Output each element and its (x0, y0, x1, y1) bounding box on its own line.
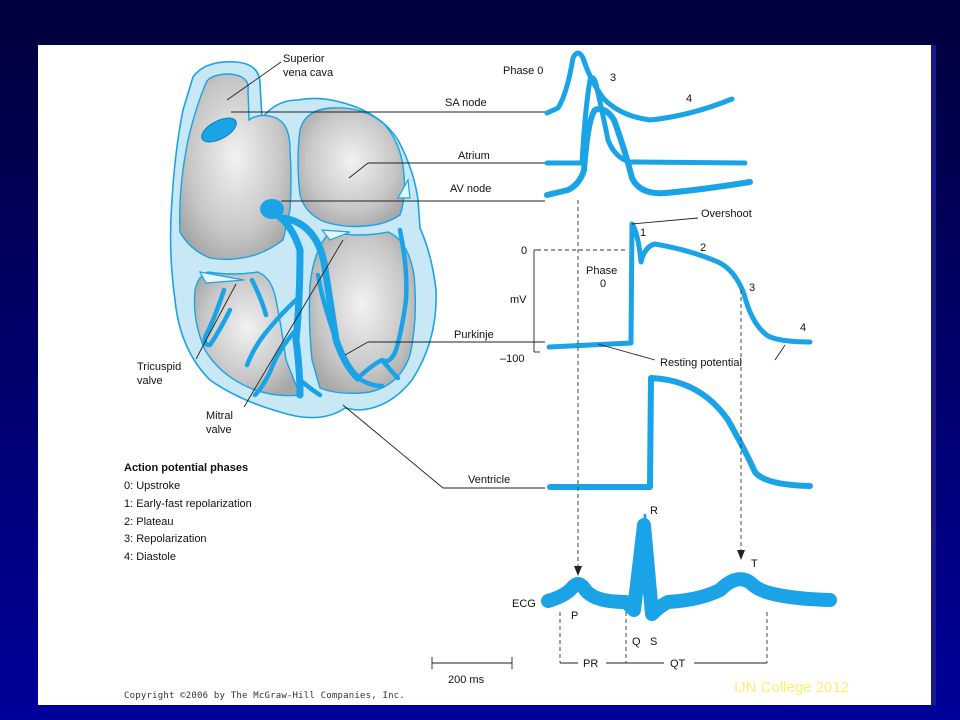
ecg-r-label: R (650, 505, 658, 517)
mitral-label-2: valve (206, 424, 232, 436)
sa-node-shape (201, 117, 237, 143)
sa-node-label: SA node (445, 97, 487, 109)
axis-top-tick: 0 (521, 245, 527, 257)
purkinje-phase4-label: 4 (800, 322, 806, 334)
ecg-p-label: P (571, 610, 578, 622)
legend-item: 0: Upstroke (124, 480, 180, 492)
sa-phase4-label: 4 (686, 93, 692, 105)
purkinje-trace (546, 221, 813, 350)
panel-shadow (931, 45, 936, 705)
timing-connectors (574, 200, 745, 576)
atrium-label: Atrium (458, 150, 490, 162)
ecg-trace (541, 518, 837, 621)
purkinje-phase0-label-2: 0 (600, 278, 606, 290)
mitral-valve-leaflet (320, 229, 351, 241)
sa-phase0-label: Phase 0 (503, 65, 543, 77)
atrium-trace (544, 75, 748, 166)
ecg-t-label: T (751, 558, 758, 570)
qt-interval-label: QT (670, 658, 686, 670)
heart-illustration (169, 60, 437, 419)
av-node-trace (544, 106, 753, 198)
ventricle-action-potential (547, 375, 813, 490)
purkinje-label: Purkinje (454, 329, 494, 341)
resting-leader-left (597, 343, 656, 361)
legend-item: 4: Diastole (124, 551, 176, 563)
sa-node-action-potential: Phase 0 3 4 (503, 50, 735, 123)
legend-item: 1: Early-fast repolarization (124, 498, 252, 510)
superior-vena-cava-label-2: vena cava (283, 67, 334, 79)
tricuspid-valve-leaflet (198, 271, 245, 284)
copyright-notice: Copyright ©2006 by The McGraw-Hill Compa… (124, 691, 405, 701)
purkinje-phase1-label: 1 (640, 227, 646, 239)
bundle-branches (272, 210, 362, 399)
purkinje-phase2-label: 2 (700, 242, 706, 254)
left-atrium-chamber (297, 107, 406, 228)
legend-item: 3: Repolarization (124, 533, 207, 545)
ecg-q-label: Q (632, 636, 641, 648)
ecg-trace-group: ECG P Q R S T PR QT (512, 505, 837, 670)
sa-phase3-label: 3 (610, 72, 616, 84)
scale-bar-label: 200 ms (448, 674, 485, 686)
axis-unit-label: mV (510, 294, 527, 306)
ecg-label: ECG (512, 598, 536, 610)
time-scale-bar: 200 ms (431, 657, 513, 686)
av-node-label: AV node (450, 183, 491, 195)
resting-potential-label: Resting potential (660, 357, 742, 369)
phase-legend: Action potential phases 0: Upstroke 1: E… (124, 462, 252, 563)
ecg-s-label: S (650, 636, 657, 648)
mitral-label-1: Mitral (206, 410, 233, 422)
superior-vena-cava-label-1: Superior (283, 53, 325, 65)
aortic-valve-leaflet (396, 178, 411, 199)
resting-leader-right (774, 344, 786, 361)
left-ventricle-chamber (308, 231, 417, 395)
ventricle-trace (547, 375, 813, 490)
legend-item: 2: Plateau (124, 516, 174, 528)
purkinje-phase0-label-1: Phase (586, 265, 617, 277)
tricuspid-label-2: valve (137, 375, 163, 387)
legend-title: Action potential phases (124, 462, 248, 474)
overshoot-label: Overshoot (701, 208, 752, 220)
heart-labels: Superior vena cava SA node Atrium AV nod… (137, 53, 545, 489)
sa-node-trace (544, 50, 735, 123)
pr-interval-label: PR (583, 658, 598, 670)
ventricle-label: Ventricle (468, 474, 510, 486)
watermark-text: IJN College 2012 (734, 679, 850, 696)
av-node-action-potential (544, 106, 753, 198)
purkinje-phase3-label: 3 (749, 282, 755, 294)
tricuspid-label-1: Tricuspid (137, 361, 181, 373)
atrium-action-potential (544, 75, 748, 166)
axis-bottom-tick: –100 (500, 353, 524, 365)
purkinje-action-potential: 0 mV –100 Overshoot 1 2 3 4 Phase 0 Rest… (500, 208, 813, 369)
